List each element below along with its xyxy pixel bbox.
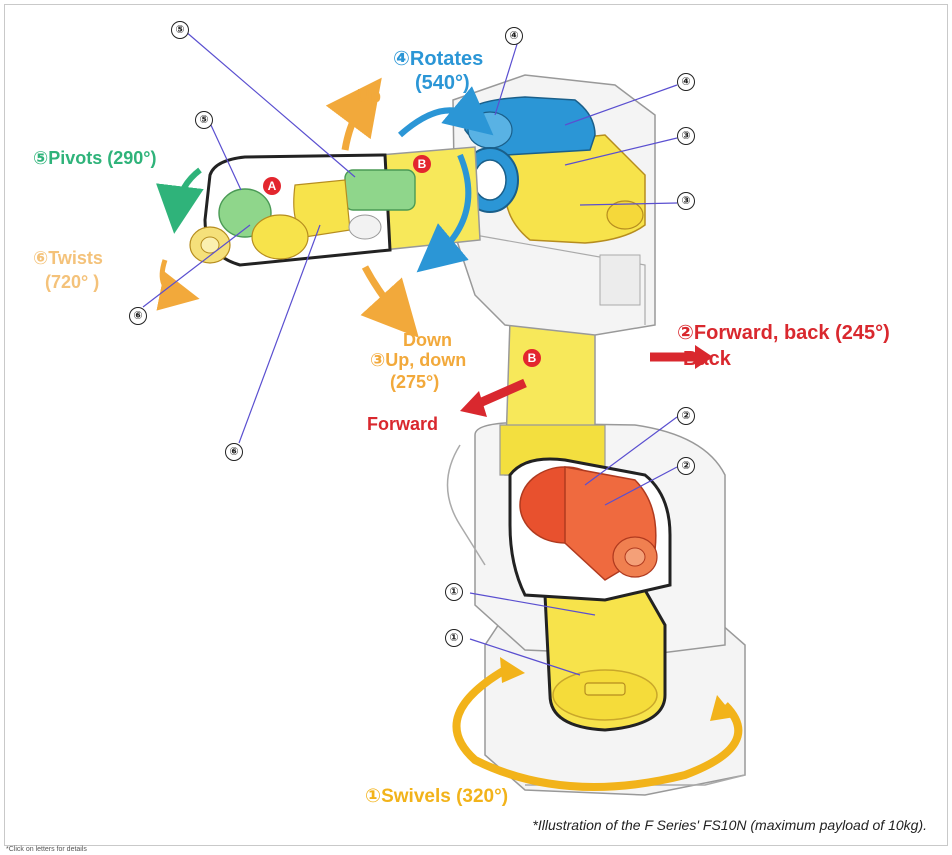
detail-badge-a[interactable]: A xyxy=(263,177,281,195)
marker-1-upper: ① xyxy=(445,583,463,601)
label-rotates-degrees: (540°) xyxy=(415,72,470,94)
marker-1-lower: ① xyxy=(445,629,463,647)
swivel-joint xyxy=(543,588,667,732)
label-pivots: ⑤Pivots (290°) xyxy=(33,148,157,168)
footnote: *Click on letters for details xyxy=(6,846,87,853)
marker-6-bottom: ⑥ xyxy=(225,443,243,461)
marker-4-right: ④ xyxy=(677,73,695,91)
label-forward-back: ②Forward, back (245°) xyxy=(677,322,890,344)
marker-3-upper: ③ xyxy=(677,127,695,145)
lower-arm xyxy=(499,319,606,476)
detail-badge-b-lower[interactable]: B xyxy=(523,349,541,367)
label-forward: Forward xyxy=(367,414,439,434)
marker-4-top: ④ xyxy=(505,27,523,45)
marker-2-lower: ② xyxy=(677,457,695,475)
label-twists-degrees: (720° ) xyxy=(45,272,100,292)
label-down: Down xyxy=(403,330,452,350)
marker-6-left: ⑥ xyxy=(129,307,147,325)
motor-joint-4 xyxy=(461,96,596,213)
marker-5-left: ⑤ xyxy=(195,111,213,129)
label-swivels: ①Swivels (320°) xyxy=(365,786,509,807)
label-back: Back xyxy=(683,348,731,370)
leader-lines xyxy=(142,30,678,676)
motor-joint-2 xyxy=(508,457,672,602)
marker-2-upper: ② xyxy=(677,407,695,425)
label-up-down-degrees: (275°) xyxy=(390,372,440,392)
marker-3-lower: ③ xyxy=(677,192,695,210)
label-up-down: ③Up, down xyxy=(370,350,467,370)
diagram-frame: ④Rotates (540°) ⑤Pivots (290°) ⑥Twists (… xyxy=(4,4,948,846)
motion-arrows xyxy=(156,77,743,791)
robot-arm-illustration xyxy=(142,30,746,796)
marker-5-top: ⑤ xyxy=(171,21,189,39)
label-rotates: ④Rotates xyxy=(393,48,484,70)
label-twists: ⑥Twists xyxy=(33,248,103,268)
illustration-caption: *Illustration of the F Series' FS10N (ma… xyxy=(532,817,927,833)
motor-joint-3 xyxy=(504,134,646,244)
upper-arm xyxy=(189,146,481,267)
label-up: Up xyxy=(357,86,381,106)
detail-badge-b-upper[interactable]: B xyxy=(413,155,431,173)
